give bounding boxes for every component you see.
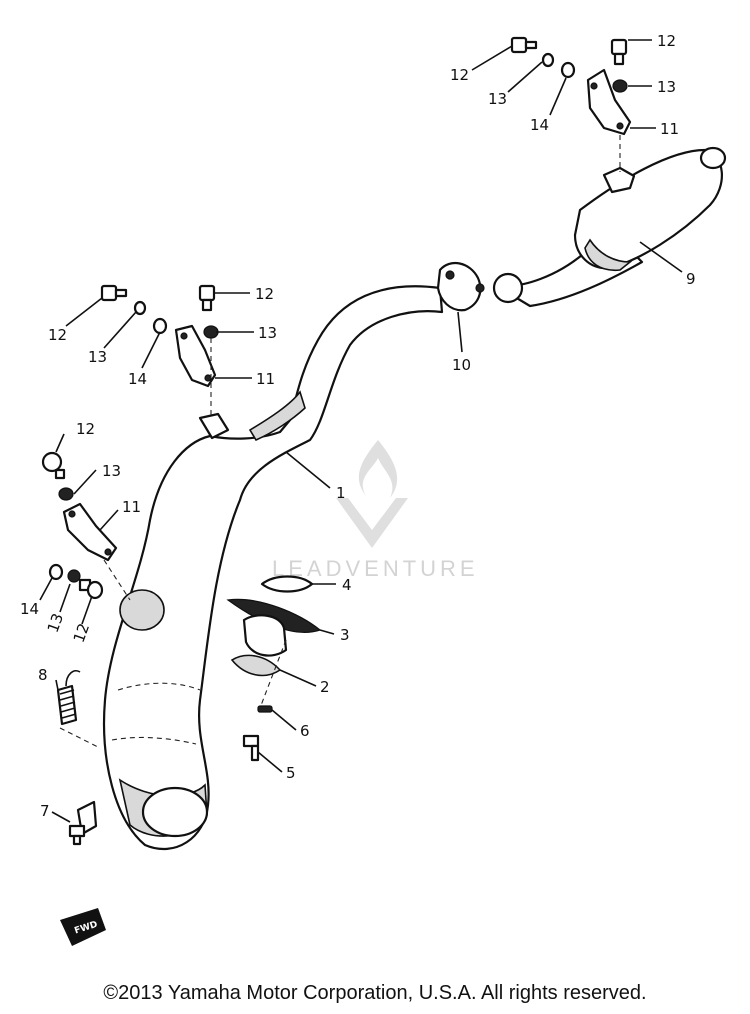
forward-direction-mark: FWD bbox=[60, 908, 106, 946]
callout-12: 12 bbox=[48, 326, 67, 344]
callout-14: 14 bbox=[128, 370, 147, 388]
watermark: LEADVENTURE bbox=[272, 440, 479, 581]
callout-11: 11 bbox=[122, 498, 141, 516]
callout-9: 9 bbox=[686, 270, 696, 288]
callout-4: 4 bbox=[342, 576, 352, 594]
callout-13: 13 bbox=[258, 324, 277, 342]
callout-2: 2 bbox=[320, 678, 330, 696]
small-parts bbox=[56, 670, 273, 846]
watermark-chevron-icon bbox=[336, 498, 408, 548]
callout-12: 12 bbox=[70, 621, 93, 645]
watermark-flame-icon bbox=[358, 440, 398, 498]
callout-3: 3 bbox=[340, 626, 350, 644]
bracket-middle bbox=[174, 324, 230, 440]
callout-12: 12 bbox=[255, 285, 274, 303]
fasteners bbox=[41, 36, 628, 600]
watermark-brand: LEADVENTURE bbox=[272, 556, 479, 581]
callout-12: 12 bbox=[76, 420, 95, 438]
bracket-lower-left bbox=[62, 502, 118, 562]
bracket-upper-right bbox=[586, 68, 632, 136]
callout-7: 7 bbox=[40, 802, 50, 820]
leader-lines bbox=[39, 39, 683, 823]
flange-assembly bbox=[226, 575, 322, 677]
callout-11: 11 bbox=[256, 370, 275, 388]
callout-14: 14 bbox=[530, 116, 549, 134]
callout-13: 13 bbox=[657, 78, 676, 96]
callout-1: 1 bbox=[336, 484, 346, 502]
callout-13: 13 bbox=[488, 90, 507, 108]
callout-12: 12 bbox=[450, 66, 469, 84]
copyright-notice: ©2013 Yamaha Motor Corporation, U.S.A. A… bbox=[103, 982, 647, 1004]
callout-11: 11 bbox=[660, 120, 679, 138]
callout-13: 13 bbox=[88, 348, 107, 366]
callout-10: 10 bbox=[452, 356, 471, 374]
exhaust-pipe bbox=[102, 285, 444, 851]
callout-14: 14 bbox=[20, 600, 39, 618]
callout-13: 13 bbox=[102, 462, 121, 480]
callouts: 12 13 14 12 13 11 9 10 12 13 14 12 13 11… bbox=[20, 32, 696, 820]
callout-8: 8 bbox=[38, 666, 48, 684]
callout-5: 5 bbox=[286, 764, 296, 782]
pipe-clamp bbox=[436, 261, 485, 312]
silencer bbox=[492, 146, 727, 308]
callout-12: 12 bbox=[657, 32, 676, 50]
callout-13: 13 bbox=[44, 611, 67, 635]
callout-6: 6 bbox=[300, 722, 310, 740]
